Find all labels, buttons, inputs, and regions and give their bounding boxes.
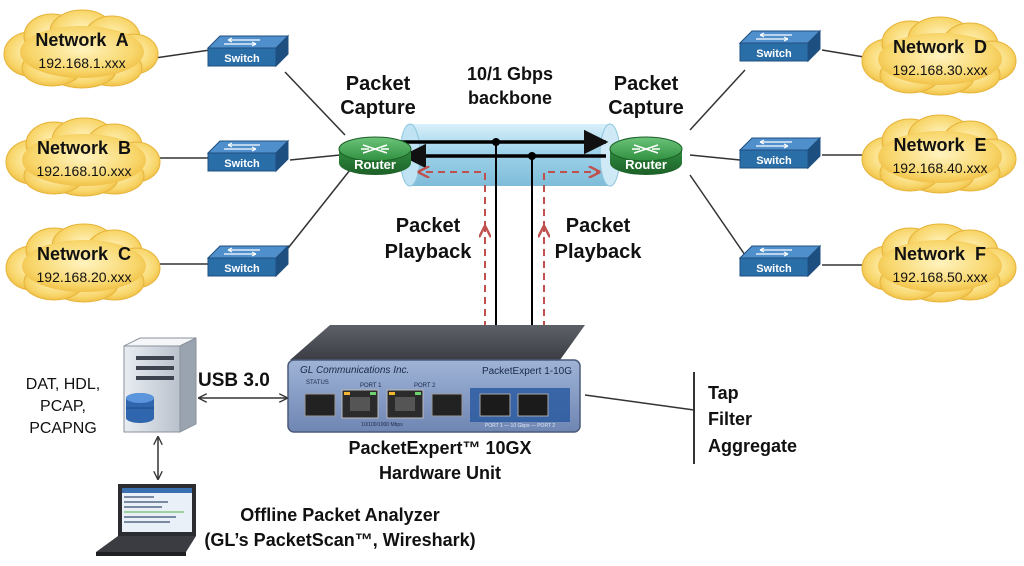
network-cloud: Network A 192.168.1.xxx (3, 9, 159, 89)
device-speed-text: 10/100/1000 Mbps (361, 422, 403, 428)
capture-label-left-1: Packet (346, 73, 411, 95)
playback-label-left-1: Packet (396, 215, 461, 237)
backbone-label-2: backbone (468, 88, 552, 108)
backbone-tube (399, 123, 621, 187)
switch-label: Switch (224, 158, 260, 170)
switch-label: Switch (756, 263, 792, 275)
network-ip: 192.168.1.xxx (38, 55, 125, 71)
switch-icon: Switch (738, 136, 822, 170)
sfp-slot-mid (431, 393, 463, 417)
playback-label-right-1: Packet (566, 215, 631, 237)
router-icon: Router (609, 136, 683, 175)
device-caption-1: PacketExpert™ 10GX (348, 438, 531, 458)
format-line-1: DAT, HDL, (26, 376, 100, 393)
network-name: Network D (893, 37, 987, 57)
network-ip: 192.168.10.xxx (37, 163, 132, 179)
device-caption-2: Hardware Unit (379, 463, 501, 483)
network-ip: 192.168.40.xxx (893, 160, 988, 176)
device-model: PacketExpert 1-10G (482, 366, 572, 377)
network-cloud: Network D 192.168.30.xxx (861, 16, 1017, 96)
capture-label-right-1: Packet (614, 73, 679, 95)
analyzer-caption-1: Offline Packet Analyzer (240, 505, 439, 525)
function-filter: Filter (708, 409, 752, 429)
usb-label: USB 3.0 (198, 370, 270, 391)
function-aggregate: Aggregate (708, 436, 797, 456)
analyzer-caption-2: (GL’s PacketScan™, Wireshark) (204, 530, 475, 550)
playback-label-right-2: Playback (555, 241, 643, 263)
server-icon (123, 337, 197, 433)
switch-icon: Switch (206, 244, 290, 278)
network-name: Network B (37, 138, 131, 158)
switch-label: Switch (756, 48, 792, 60)
network-ip: 192.168.20.xxx (37, 269, 132, 285)
network-name: Network A (35, 30, 128, 50)
backbone-label-1: 10/1 Gbps (467, 64, 553, 84)
network-cloud: Network B 192.168.10.xxx (5, 117, 161, 197)
device-port2-label: PORT 2 (414, 383, 436, 389)
sfp-10g-port-1 (479, 393, 511, 417)
network-ip: 192.168.30.xxx (893, 62, 988, 78)
router-icon: Router (338, 136, 412, 175)
switch-icon: Switch (206, 34, 290, 68)
playback-label-left-2: Playback (385, 241, 473, 263)
network-ip: 192.168.50.xxx (893, 269, 988, 285)
format-line-3: PCAPNG (29, 420, 97, 437)
laptop-icon (96, 484, 196, 556)
network-name: Network C (37, 244, 131, 264)
capture-label-left-2: Capture (340, 97, 416, 119)
switch-label: Switch (224, 53, 260, 65)
network-name: Network E (893, 135, 986, 155)
switch-label: Switch (756, 155, 792, 167)
format-line-2: PCAP, (40, 398, 86, 415)
network-name: Network F (894, 244, 986, 264)
device-port1-label: PORT 1 (360, 383, 382, 389)
network-cloud: Network C 192.168.20.xxx (5, 223, 161, 303)
sfp-10g-port-2 (517, 393, 549, 417)
router-label: Router (354, 157, 396, 172)
router-label: Router (625, 157, 667, 172)
network-cloud: Network E 192.168.40.xxx (861, 114, 1017, 194)
sfp-slot-left (304, 393, 336, 417)
device-brand: GL Communications Inc. (300, 365, 409, 376)
device-sfp-text: PORT 1 — 10 Gbps — PORT 2 (485, 423, 555, 429)
switch-icon: Switch (738, 29, 822, 63)
function-bracket (584, 372, 695, 464)
switch-icon: Switch (206, 139, 290, 173)
function-tap: Tap (708, 383, 739, 403)
network-links (154, 49, 871, 266)
packetexpert-device: GL Communications Inc. STATUS PacketExpe… (287, 325, 585, 433)
device-status: STATUS (306, 380, 329, 386)
capture-label-right-2: Capture (608, 97, 684, 119)
switch-label: Switch (224, 263, 260, 275)
switch-icon: Switch (738, 244, 822, 278)
network-cloud: Network F 192.168.50.xxx (861, 223, 1017, 303)
